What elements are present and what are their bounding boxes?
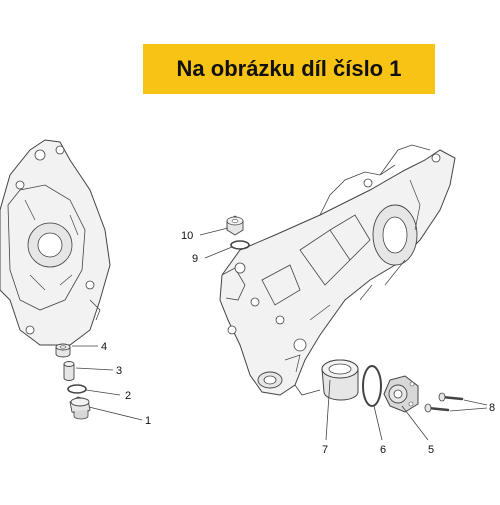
callout-10: 10 (181, 230, 193, 242)
part-5-flange (383, 375, 419, 413)
callout-5: 5 (428, 444, 434, 456)
callout-1: 1 (145, 415, 151, 427)
part-9-sealing-ring (230, 240, 250, 250)
callout-2: 2 (125, 390, 131, 402)
part-8-screws (424, 392, 464, 413)
part-1-drain-plug (69, 396, 91, 420)
callout-3: 3 (116, 365, 122, 377)
part-3-tube (63, 361, 75, 381)
callout-8: 8 (489, 402, 495, 414)
callout-4: 4 (101, 341, 107, 353)
callout-7: 7 (322, 444, 328, 456)
left-crankcase-half (0, 139, 111, 346)
banner-background (143, 44, 435, 94)
part-2-o-ring (67, 384, 87, 394)
callout-9: 9 (192, 253, 198, 265)
leader-lines (72, 227, 488, 441)
part-6-ring (362, 365, 382, 407)
part-number-banner: Na obrázku díl číslo 1 (176, 56, 402, 81)
part-4-bushing (55, 343, 71, 358)
callout-6: 6 (380, 444, 386, 456)
right-crankcase-half (219, 144, 456, 396)
part-7-sleeve (321, 359, 359, 401)
part-10-plug (226, 215, 244, 236)
